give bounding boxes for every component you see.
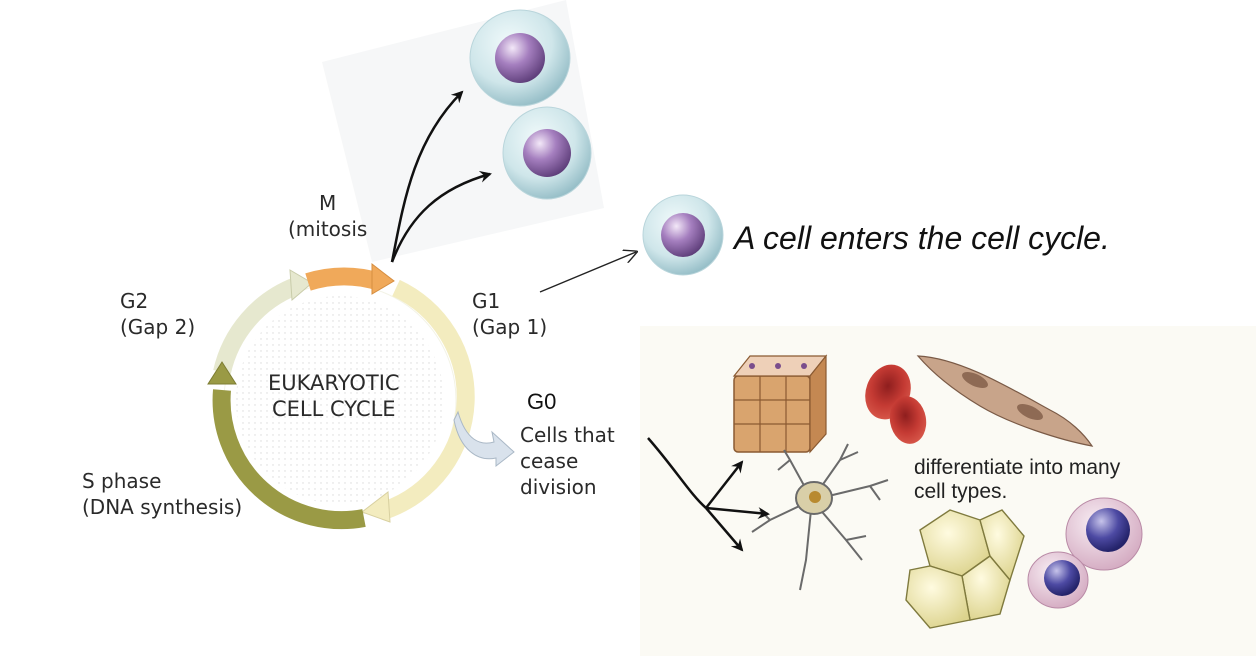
m-phase-label: M (mitosis [288, 190, 367, 242]
differentiated-cells-panel [640, 326, 1256, 656]
g1-label: G1 [472, 289, 501, 313]
center-line-2: CELL CYCLE [271, 397, 396, 421]
neuron [751, 443, 889, 591]
g0-line-2: cease [520, 449, 579, 473]
s-arc [212, 389, 366, 530]
entry-caption: A cell enters the cell cycle. [734, 220, 1110, 256]
g0-line-1: Cells that [520, 423, 615, 447]
daughter-cell-1 [469, 9, 571, 107]
g1-arc [382, 279, 475, 519]
s-sub: (DNA synthesis) [82, 495, 243, 519]
g0-line-3: division [520, 475, 597, 499]
s-label: S phase [82, 469, 162, 493]
g2-label: G2 [120, 289, 149, 313]
epithelial-cells [732, 354, 828, 454]
red-blood-cells [865, 364, 927, 444]
entry-arrow [539, 252, 636, 293]
g0-exit-arrow [453, 410, 515, 468]
g0-label: G0 [527, 389, 557, 414]
differentiate-caption: differentiate into many cell types. [914, 456, 1120, 504]
fat-cells [905, 509, 1025, 629]
cell-cycle-center-label: EUKARYOTIC CELL CYCLE [268, 370, 400, 422]
lymphocytes [1027, 497, 1143, 609]
s-phase-label: S phase (DNA synthesis) [82, 468, 242, 520]
g2-sub: (Gap 2) [120, 315, 196, 339]
differentiate-line-2: cell types. [914, 480, 1008, 503]
g0-description: Cells that cease division [520, 422, 615, 500]
g1-sub: (Gap 1) [472, 315, 548, 339]
m-arc [305, 267, 383, 291]
mitosis-arrows [390, 90, 492, 263]
g2-phase-label: G2 (Gap 2) [120, 288, 195, 340]
center-line-1: EUKARYOTIC [268, 371, 400, 395]
daughter-cell-2 [502, 106, 592, 200]
muscle-cells [916, 355, 1094, 447]
g2-arc [213, 277, 300, 375]
m-label: M [319, 191, 337, 215]
differentiation-arrows [647, 437, 770, 552]
entering-cell [642, 194, 724, 276]
differentiate-line-1: differentiate into many [914, 456, 1121, 479]
cell-cycle-ring [207, 262, 475, 530]
g1-phase-label: G1 (Gap 1) [472, 288, 547, 340]
daughter-cells-panel [322, 0, 604, 262]
m-sub: (mitosis [288, 217, 368, 241]
